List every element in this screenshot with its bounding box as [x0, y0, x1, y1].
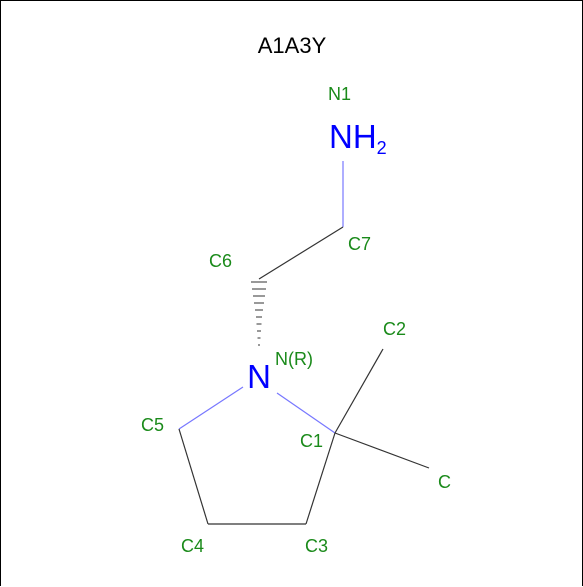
- amine-nitrogen-atom: NH2: [329, 118, 387, 158]
- bond-n-c5: [178, 386, 244, 430]
- hashed-wedge-bond-c6-n: [251, 281, 267, 346]
- label-c7: C7: [348, 234, 371, 254]
- label-c4: C4: [181, 536, 204, 556]
- diagram-title: A1A3Y: [258, 33, 327, 58]
- amine-subscript: 2: [377, 138, 387, 158]
- bond-c7-c6: [258, 226, 344, 280]
- label-c6: C6: [209, 251, 232, 271]
- bond-c1-c: [334, 432, 430, 469]
- amine-symbol: NH: [329, 118, 377, 155]
- label-c3: C3: [305, 536, 328, 556]
- label-n1: N1: [328, 84, 351, 104]
- label-c: C: [438, 472, 451, 492]
- bond-c1-c2: [334, 348, 384, 434]
- bond-n-c1: [276, 392, 336, 434]
- bond-c4-c5: [178, 428, 209, 525]
- label-n-r: N(R): [275, 349, 313, 369]
- label-c1: C1: [300, 431, 323, 451]
- atom-labels: N1 C7 C6 C2 N(R) C5 C1 C C4 C3: [141, 84, 451, 556]
- ring-nitrogen-atom: N: [247, 358, 271, 395]
- bonds: [178, 161, 430, 525]
- bond-c1-c3: [305, 432, 336, 525]
- label-c2: C2: [383, 319, 406, 339]
- label-c5: C5: [141, 415, 164, 435]
